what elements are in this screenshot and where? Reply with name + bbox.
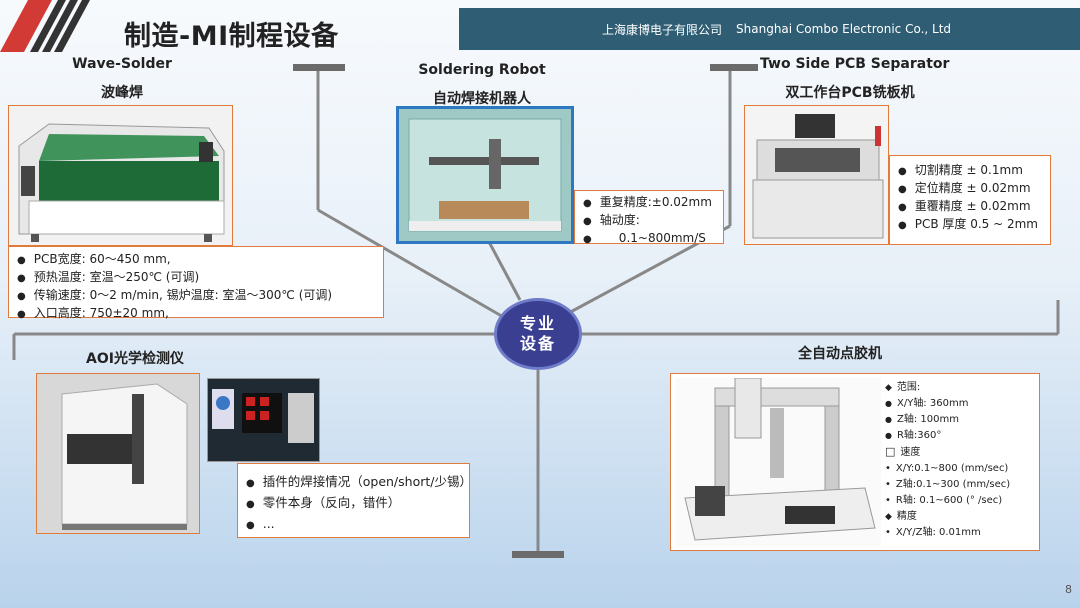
separator-spec-item: 定位精度 ± 0.02mm: [898, 180, 1042, 198]
header-stripes: [0, 0, 90, 52]
wave-spec-item: 预热温度: 室温～250℃ (可调): [17, 269, 375, 287]
wave-spec-item: 传输速度: 0～2 m/min, 锡炉温度: 室温～300℃ (可调): [17, 287, 375, 305]
robot-title-cn: 自动焊接机器人: [433, 91, 531, 107]
soldering-robot-image: [396, 106, 574, 244]
aoi-spec-item: ...: [246, 514, 461, 535]
dispense-spec-item: 速度: [885, 444, 1010, 461]
dispense-spec-item: X/Y轴: 360mm: [885, 396, 1010, 412]
separator-spec-item: 重覆精度 ± 0.02mm: [898, 198, 1042, 216]
robot-spec-item: 轴动度:: [583, 212, 715, 230]
aoi-spec-item: 插件的焊接情况（open/short/少锡）: [246, 472, 472, 493]
dispense-spec-item: 范围:: [885, 380, 1010, 396]
company-name-cn: 上海康博电子有限公司: [602, 22, 723, 37]
aoi-spec-item: 零件本身（反向，错件）: [246, 493, 461, 514]
dispense-spec-item: R轴:360°: [885, 428, 1010, 444]
dispense-panel: 范围: X/Y轴: 360mm Z轴: 100mm R轴:360° 速度 X/Y…: [670, 373, 1040, 551]
dispense-spec-item: Z轴:0.1~300 (mm/sec): [885, 477, 1010, 493]
pcb-separator-image: [744, 105, 889, 245]
aoi-title-cn: AOI光学检测仪: [86, 351, 184, 367]
dispense-spec-item: X/Y:0.1~800 (mm/sec): [885, 461, 1010, 477]
dispenser-image: [675, 378, 881, 546]
dispense-spec-item: X/Y/Z轴: 0.01mm: [885, 525, 1010, 541]
wave-solder-image: [8, 105, 233, 246]
hub-circle: 专业 设备: [494, 298, 582, 370]
separator-spec-item: PCB 厚度 0.5 ~ 2mm: [898, 216, 1042, 234]
wave-title-en: Wave-Solder: [72, 56, 172, 72]
robot-spec-item: 0.1~800mm/S: [583, 230, 715, 248]
dispense-title-cn: 全自动点胶机: [798, 346, 882, 362]
page-number: 8: [1065, 583, 1072, 596]
wave-title-cn: 波峰焊: [101, 85, 143, 101]
separator-title-cn: 双工作台PCB铣板机: [785, 85, 915, 101]
dispense-spec-item: R轴: 0.1~600 (° /sec): [885, 493, 1010, 509]
hub-text-line1: 专业: [519, 314, 556, 333]
dispense-spec-item: 精度: [885, 509, 1010, 525]
wave-spec-item: PCB宽度: 60～450 mm,: [17, 251, 375, 269]
aoi-screen-image: [207, 378, 320, 462]
separator-title-en: Two Side PCB Separator: [760, 56, 950, 72]
wave-spec-item: 入口高度: 750±20 mm,: [17, 305, 375, 323]
separator-spec-item: 切割精度 ± 0.1mm: [898, 162, 1042, 180]
hub-text-line2: 设备: [519, 334, 556, 353]
robot-specs: 重复精度:±0.02mm 轴动度: 0.1~800mm/S: [574, 190, 724, 245]
wave-specs: PCB宽度: 60～450 mm, 预热温度: 室温～250℃ (可调) 传输速…: [8, 246, 384, 320]
company-banner: 上海康博电子有限公司 Shanghai Combo Electronic Co.…: [459, 8, 1080, 50]
connector-cap: [293, 64, 345, 71]
aoi-machine-image: [36, 373, 200, 534]
connector-cap: [710, 64, 758, 71]
dispense-spec-item: Z轴: 100mm: [885, 412, 1010, 428]
robot-spec-item: 重复精度:±0.02mm: [583, 194, 715, 212]
aoi-specs: 插件的焊接情况（open/short/少锡） 零件本身（反向，错件） ...: [237, 463, 472, 538]
page-title: 制造-MI制程设备: [124, 21, 339, 52]
robot-title-en: Soldering Robot: [418, 62, 546, 78]
company-name-en: Shanghai Combo Electronic Co., Ltd: [736, 22, 952, 36]
connector-cap: [512, 551, 564, 558]
separator-specs: 切割精度 ± 0.1mm 定位精度 ± 0.02mm 重覆精度 ± 0.02mm…: [889, 155, 1051, 245]
